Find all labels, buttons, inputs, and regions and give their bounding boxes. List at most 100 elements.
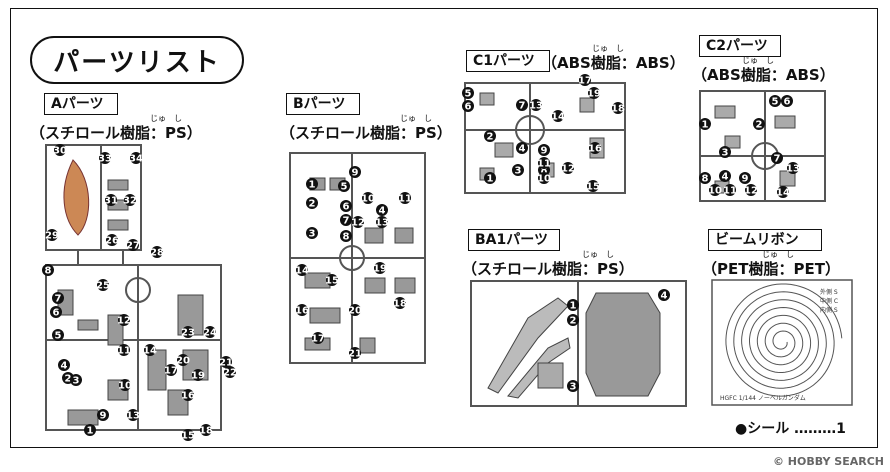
b-part-marker-4 [376, 204, 388, 216]
a-part-marker-6 [50, 306, 62, 318]
c2-part-number-3: 3 [722, 148, 729, 159]
b-part-marker-12 [352, 216, 364, 228]
a-part-number-21: 21 [219, 358, 233, 369]
b-part-number-7: 7 [343, 216, 350, 227]
c2-part-number-12: 12 [744, 186, 758, 197]
c2-part-marker-3 [719, 146, 731, 158]
c1-part-number-12: 12 [561, 164, 575, 175]
a-part-number-2: 2 [65, 374, 72, 385]
a-part-number-6: 6 [53, 308, 60, 319]
a-part-number-22: 22 [223, 368, 237, 379]
b-part-number-20: 20 [348, 306, 362, 317]
c2-part-number-4: 4 [722, 172, 729, 183]
c1-part-number-8: 8 [541, 166, 548, 177]
c1-part-marker-19 [588, 87, 600, 99]
a-part-number-33: 33 [98, 154, 112, 165]
c2-part-marker-4 [719, 170, 731, 182]
c1-part-number-6: 6 [465, 102, 472, 113]
b-part-number-11: 11 [398, 194, 412, 205]
a-part-marker-1 [84, 424, 96, 436]
c1-part-number-4: 4 [519, 144, 526, 155]
a-part-marker-17 [165, 364, 177, 376]
a-part-number-28: 28 [150, 248, 164, 259]
c2-part-number-8: 8 [702, 174, 709, 185]
c1-part-number-9: 9 [541, 146, 548, 157]
b-part-number-10: 10 [361, 194, 375, 205]
a-part-number-18: 18 [199, 426, 213, 437]
parts-list-frame [10, 8, 878, 448]
c2-part-marker-12 [745, 184, 757, 196]
beam-ribbon-caption: HGFC 1/144 ノーベルガンダム [720, 394, 806, 402]
a-part-marker-4 [58, 359, 70, 371]
a-part-marker-21 [220, 356, 232, 368]
a-part-marker-25 [97, 279, 109, 291]
beam-ribbon-spiral [725, 283, 843, 397]
b-parts-material: じゅ し（スチロール樹脂：PS） [280, 114, 452, 142]
a-part-marker-34 [130, 152, 142, 164]
c1-part-number-14: 14 [551, 112, 565, 123]
a-part-number-13: 13 [126, 411, 140, 422]
b-part-marker-15 [326, 274, 338, 286]
c1-part-marker-10 [538, 172, 550, 184]
b-part-marker-7 [340, 214, 352, 226]
c2-part-number-5: 5 [772, 97, 779, 108]
a-part-marker-19 [192, 369, 204, 381]
c2-part-number-14: 14 [776, 188, 790, 199]
c1-part-number-11: 11 [537, 159, 551, 170]
a-part-marker-23 [182, 326, 194, 338]
a-part-number-20: 20 [176, 356, 190, 367]
a-part-marker-10 [119, 379, 131, 391]
a-part-marker-8 [42, 264, 54, 276]
c2-parts-material: じゅ し（ABS樹脂：ABS） [692, 56, 835, 84]
a-part-number-10: 10 [118, 381, 132, 392]
c2-part-number-11: 11 [723, 186, 737, 197]
b-part-number-17: 17 [311, 334, 325, 345]
a-part-marker-30 [54, 144, 66, 156]
a-part-number-29: 29 [45, 231, 59, 242]
b-part-number-12: 12 [351, 218, 365, 229]
a-part-number-7: 7 [55, 294, 62, 305]
c1-part-number-13: 13 [529, 101, 543, 112]
b-part-number-18: 18 [393, 299, 407, 310]
b-part-marker-11 [399, 192, 411, 204]
beam-ribbon-legend-outer: 外側 S [820, 288, 838, 296]
a-part-number-30: 30 [53, 146, 67, 157]
a-parts-label: Aパーツ [44, 93, 118, 115]
c2-part-number-1: 1 [702, 120, 709, 131]
b-part-marker-21 [349, 347, 361, 359]
ba1-part-number-1: 1 [570, 301, 577, 312]
a-part-marker-5 [52, 329, 64, 341]
a-part-number-3: 3 [73, 376, 80, 387]
b-part-marker-2 [306, 197, 318, 209]
c2-part-number-2: 2 [756, 120, 763, 131]
c2-part-marker-6 [781, 95, 793, 107]
a-part-number-27: 27 [126, 241, 140, 252]
b-part-number-6: 6 [343, 202, 350, 213]
a-part-number-9: 9 [100, 411, 107, 422]
a-part-number-23: 23 [181, 328, 195, 339]
a-part-number-12: 12 [117, 316, 131, 327]
c2-part-number-13: 13 [786, 164, 800, 175]
c1-part-marker-6 [462, 100, 474, 112]
c1-part-number-18: 18 [611, 104, 625, 115]
c2-part-marker-2 [753, 118, 765, 130]
a-part-number-34: 34 [129, 154, 143, 165]
c2-parts-label: C2パーツ [699, 35, 781, 57]
a-part-marker-33 [99, 152, 111, 164]
c1-part-marker-1 [484, 172, 496, 184]
b-part-number-16: 16 [295, 306, 309, 317]
ba1-part-number-4: 4 [661, 291, 668, 302]
c1-parts-label: C1パーツ [466, 50, 550, 72]
beam-ribbon-legend-middle: 中側 C [820, 297, 838, 305]
c1-part-number-1: 1 [487, 174, 494, 185]
b-part-marker-17 [312, 332, 324, 344]
a-part-number-17: 17 [164, 366, 178, 377]
beam-ribbon-material: じゅ し（PET樹脂：PET） [702, 250, 840, 278]
b-part-number-4: 4 [379, 206, 386, 217]
b-part-marker-1 [306, 178, 318, 190]
c1-part-marker-11 [538, 157, 550, 169]
